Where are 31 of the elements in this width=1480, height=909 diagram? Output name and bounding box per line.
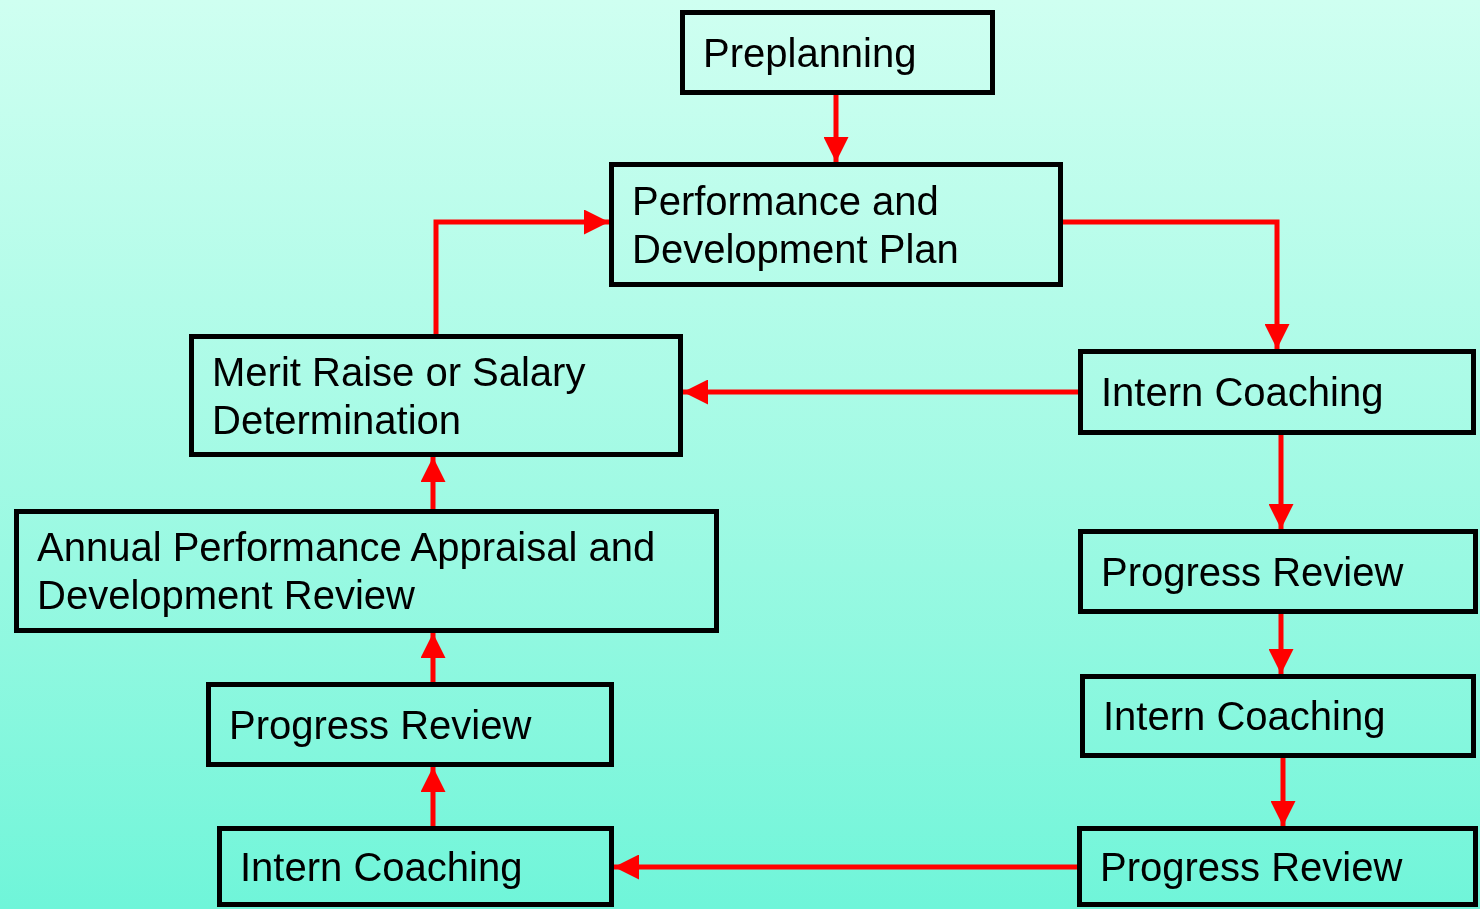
process-box — [206, 682, 614, 767]
arrow — [683, 379, 1078, 405]
arrow — [420, 633, 446, 682]
process-box — [217, 826, 614, 907]
box-label: Intern Coaching — [240, 843, 524, 891]
arrow — [1270, 758, 1296, 826]
process-box — [680, 10, 995, 95]
arrow — [1268, 435, 1294, 529]
arrow — [420, 457, 446, 509]
box-label: Performance and Development Plan — [632, 177, 960, 273]
process-box — [609, 162, 1063, 287]
arrow — [420, 767, 446, 826]
process-box — [1077, 826, 1478, 907]
box-label: Preplanning — [703, 29, 918, 77]
arrow — [614, 854, 1077, 880]
box-label: Intern Coaching — [1103, 693, 1387, 740]
process-box — [1080, 674, 1476, 758]
process-box — [14, 509, 719, 633]
box-label: Progress Review — [1100, 843, 1404, 891]
box-label: Merit Raise or Salary Determination — [212, 348, 587, 444]
box-label: Progress Review — [1101, 548, 1405, 596]
process-box — [1078, 349, 1476, 435]
arrow — [1063, 219, 1290, 349]
process-box — [189, 334, 683, 457]
process-box — [1078, 529, 1478, 614]
arrow — [823, 95, 849, 162]
box-label: Intern Coaching — [1101, 369, 1385, 416]
arrow — [433, 209, 609, 334]
arrow — [1268, 614, 1294, 674]
box-label: Progress Review — [229, 701, 533, 749]
box-label: Annual Performance Appraisal and Development Review — [37, 524, 657, 619]
